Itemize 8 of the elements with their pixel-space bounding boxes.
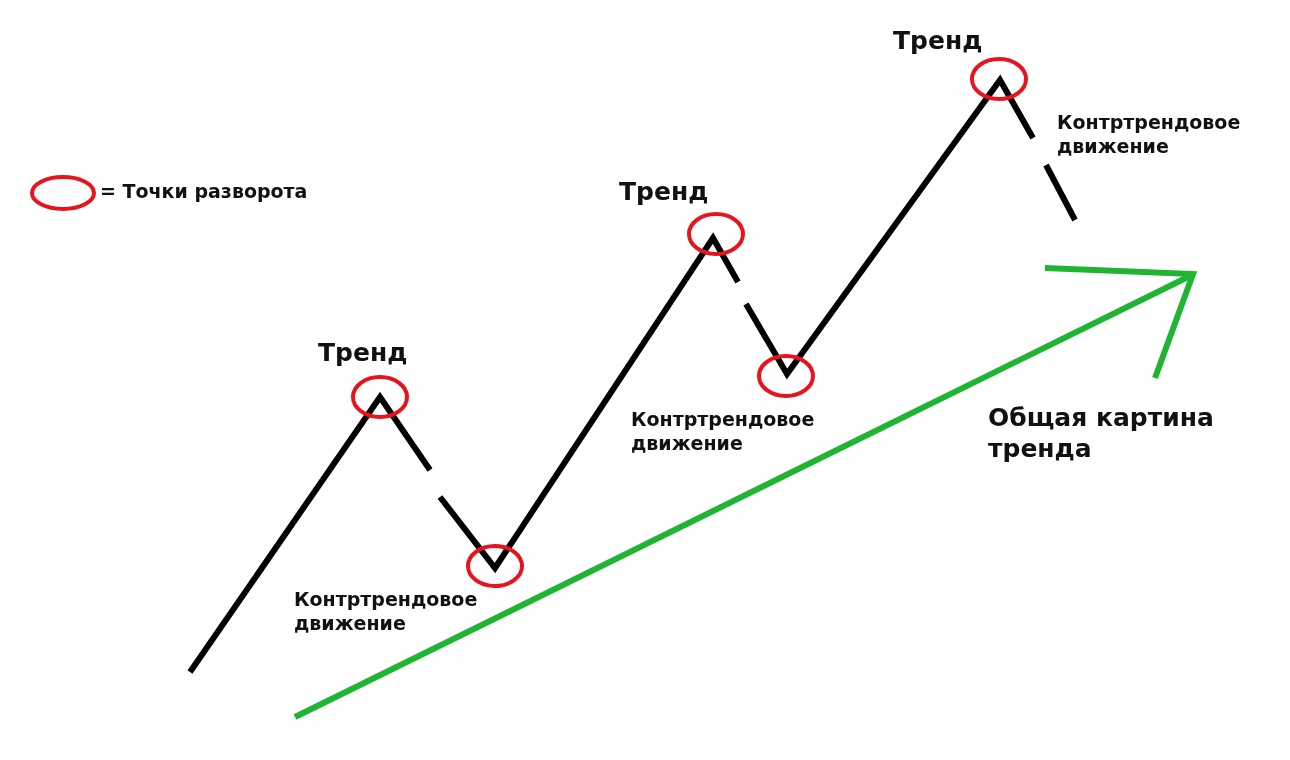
legend-text: = Точки разворота [100, 180, 308, 202]
countertrend-label: Контртрендовое движение [631, 408, 816, 456]
trend-label: Тренд [893, 25, 984, 57]
countertrend-label: Контртрендовое движение [1057, 111, 1242, 159]
countertrend-label: Контртрендовое движение [294, 588, 479, 636]
trend-label: Тренд [619, 176, 710, 208]
trend-label: Общая картина тренда [988, 402, 1215, 465]
trend-label: Тренд [318, 337, 409, 369]
